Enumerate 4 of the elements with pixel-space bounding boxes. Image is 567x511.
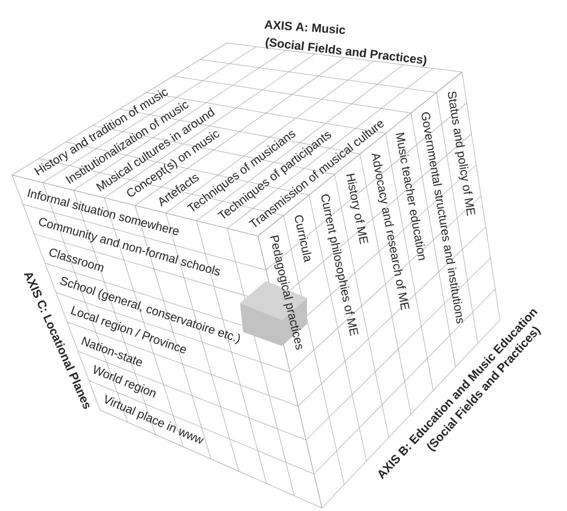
category-label: History of ME — [346, 174, 368, 244]
category-label: Status and policy of ME — [448, 92, 476, 216]
axis-title: AXIS A: Music — [264, 20, 346, 34]
axis-title: (Social Fields and Practices) — [266, 38, 426, 66]
